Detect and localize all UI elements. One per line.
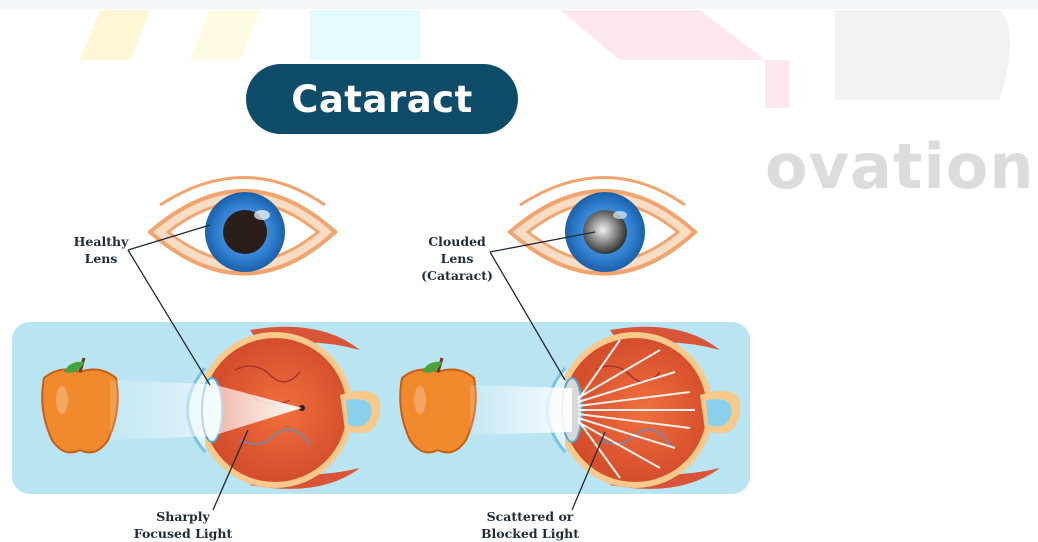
apple-icon-right	[400, 358, 476, 452]
label-sharply-focused-light: Sharply Focused Light	[128, 508, 238, 542]
healthy-eye-front	[150, 178, 335, 274]
label-clouded-lens: Clouded Lens (Cataract)	[414, 233, 500, 284]
apple-icon-left	[42, 358, 118, 452]
label-healthy-lens: Healthy Lens	[66, 233, 136, 267]
label-scattered-blocked-light: Scattered or Blocked Light	[470, 508, 590, 542]
cataract-eye-front	[510, 178, 695, 274]
